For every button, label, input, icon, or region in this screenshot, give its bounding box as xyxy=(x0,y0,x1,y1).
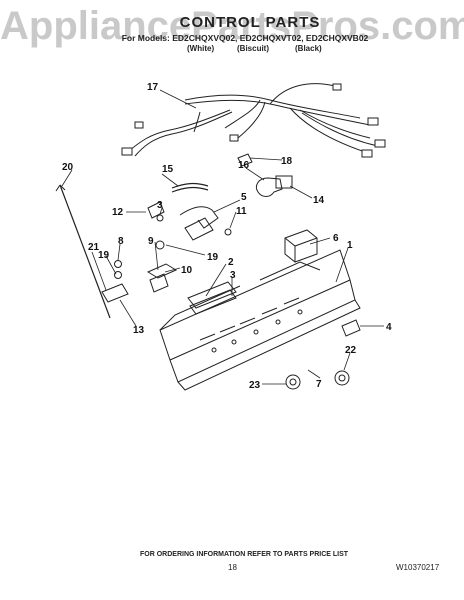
screw-3 xyxy=(156,214,164,222)
callout-20: 20 xyxy=(62,162,74,173)
control-housing xyxy=(159,249,361,391)
button-22 xyxy=(334,370,350,386)
washer-19 xyxy=(114,271,122,279)
nut-19 xyxy=(155,240,165,250)
callout-6: 6 xyxy=(333,233,339,244)
callout-21: 21 xyxy=(88,242,100,253)
callout-14: 14 xyxy=(313,195,325,206)
lamp-14 xyxy=(255,177,283,197)
socket-14 xyxy=(275,175,293,189)
variant-black: (Black) xyxy=(295,44,322,53)
callout-17: 17 xyxy=(147,82,159,93)
callout-2: 2 xyxy=(228,257,234,268)
callout-7: 7 xyxy=(316,379,322,390)
callout-12: 12 xyxy=(112,207,124,218)
callout-3a: 3 xyxy=(157,200,163,211)
callout-labels: 17 15 18 16 14 5 11 3 12 19 10 9 8 19 21… xyxy=(62,82,392,391)
tube-15 xyxy=(171,182,209,189)
knob-10 xyxy=(146,263,178,279)
page-number: 18 xyxy=(228,563,237,572)
callout-18: 18 xyxy=(281,156,293,167)
callout-16: 16 xyxy=(238,160,250,171)
page-title: CONTROL PARTS xyxy=(179,14,321,31)
rod-20 xyxy=(59,184,111,319)
leader-lines xyxy=(61,89,384,385)
model-list: For Models: ED2CHQXVQ02, ED2CHQXVT02, ED… xyxy=(121,33,369,43)
screw-8 xyxy=(114,260,122,268)
screw-11 xyxy=(224,228,232,236)
callout-23: 23 xyxy=(249,380,261,391)
callout-15: 15 xyxy=(162,164,174,175)
document-number: W10370217 xyxy=(396,563,440,572)
callout-10: 10 xyxy=(181,265,193,276)
callout-19b: 19 xyxy=(98,250,110,261)
bracket-4 xyxy=(341,319,361,337)
variant-biscuit: (Biscuit) xyxy=(237,44,269,53)
transformer-6 xyxy=(284,229,318,263)
switch-9 xyxy=(149,273,169,293)
callout-3b: 3 xyxy=(230,270,236,281)
callout-8: 8 xyxy=(118,236,124,247)
watermark: AppliancePartsPros.com xyxy=(0,4,464,48)
ordering-note: FOR ORDERING INFORMATION REFER TO PARTS … xyxy=(140,551,349,558)
callout-22: 22 xyxy=(345,345,357,356)
callout-11: 11 xyxy=(236,206,247,217)
wiring-harness xyxy=(121,83,386,158)
variant-white: (White) xyxy=(187,44,215,53)
callout-13: 13 xyxy=(133,325,145,336)
callout-1: 1 xyxy=(347,240,353,251)
clip-18 xyxy=(237,153,253,167)
control-5 xyxy=(179,206,219,229)
callout-9: 9 xyxy=(148,236,154,247)
button-23 xyxy=(285,374,301,390)
callout-4: 4 xyxy=(386,322,392,333)
bracket-21 xyxy=(101,283,129,303)
bracket-12 xyxy=(147,201,165,219)
callout-5: 5 xyxy=(241,192,247,203)
callout-19a: 19 xyxy=(207,252,219,263)
